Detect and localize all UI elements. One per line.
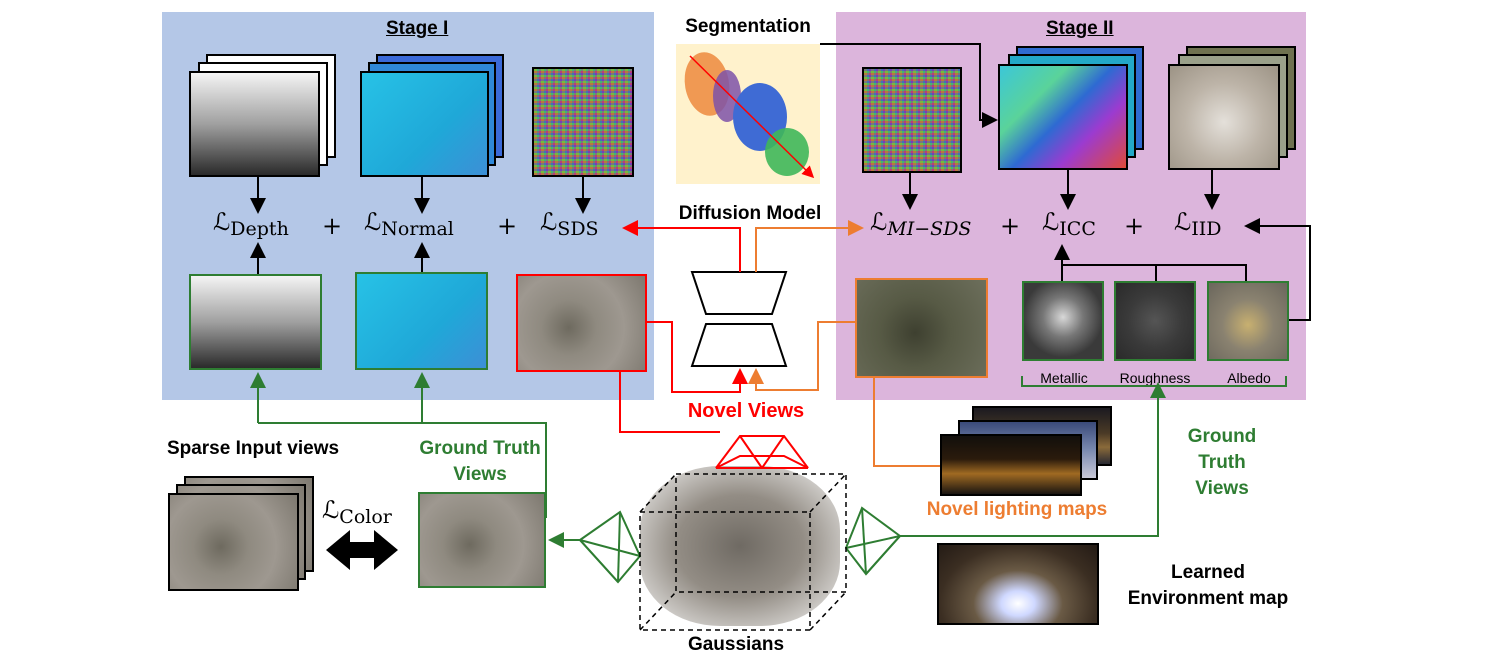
- sparse-input-image: [168, 493, 299, 591]
- loss-normal: ℒNormal: [364, 208, 454, 240]
- stage2-title: Stage II: [1046, 18, 1114, 39]
- color-loss-double-arrow: [326, 530, 398, 570]
- ground-truth-view-image: [418, 492, 546, 588]
- lighting-map-image: [940, 434, 1082, 496]
- plus-2: +: [497, 212, 518, 240]
- gaussians-image: [640, 466, 840, 626]
- normal-map-image: [360, 71, 489, 177]
- metallic-label: Metallic: [1040, 370, 1088, 386]
- roughness-map: [1114, 281, 1196, 361]
- segmentation-map-image: [998, 64, 1128, 170]
- sparse-input-label: Sparse Input views: [166, 438, 340, 459]
- learned-environment-map: [937, 543, 1099, 625]
- gaussians-label: Gaussians: [687, 634, 785, 655]
- novel-views-label: Novel Views: [687, 400, 805, 422]
- albedo-map: [1207, 281, 1289, 361]
- segmentation-illustration: [684, 52, 815, 179]
- loss-depth: ℒDepth: [213, 208, 289, 240]
- gt-normal-image: [355, 272, 488, 370]
- segmentation-title: Segmentation: [685, 16, 811, 37]
- plus-4: +: [1124, 212, 1145, 240]
- novel-lighting-maps-label: Novel lighting maps: [926, 499, 1108, 520]
- albedo-label: Albedo: [1227, 370, 1271, 386]
- loss-iid: ℒIID: [1174, 208, 1222, 240]
- loss-mi-sds: ℒMI−SDS: [870, 208, 972, 240]
- depth-map-image: [189, 71, 320, 177]
- stage1-title: Stage I: [386, 18, 449, 39]
- gaussians-cube: [639, 473, 847, 631]
- diffusion-model-shape: [690, 271, 788, 367]
- plus-3: +: [1000, 212, 1021, 240]
- loss-icc: ℒICC: [1042, 208, 1096, 240]
- diffusion-model-label: Diffusion Model: [678, 203, 822, 224]
- albedo-result-image: [1168, 64, 1280, 170]
- noise-image-stage2: [862, 67, 962, 173]
- novel-view-render: [516, 274, 647, 372]
- noise-image-stage1: [532, 67, 634, 177]
- relit-novel-view: [855, 278, 988, 378]
- loss-sds: ℒSDS: [540, 208, 599, 240]
- metallic-map: [1022, 281, 1104, 361]
- roughness-label: Roughness: [1119, 370, 1191, 386]
- plus-1: +: [322, 212, 343, 240]
- loss-color: ℒColor: [322, 496, 392, 528]
- gt-depth-image: [189, 274, 322, 370]
